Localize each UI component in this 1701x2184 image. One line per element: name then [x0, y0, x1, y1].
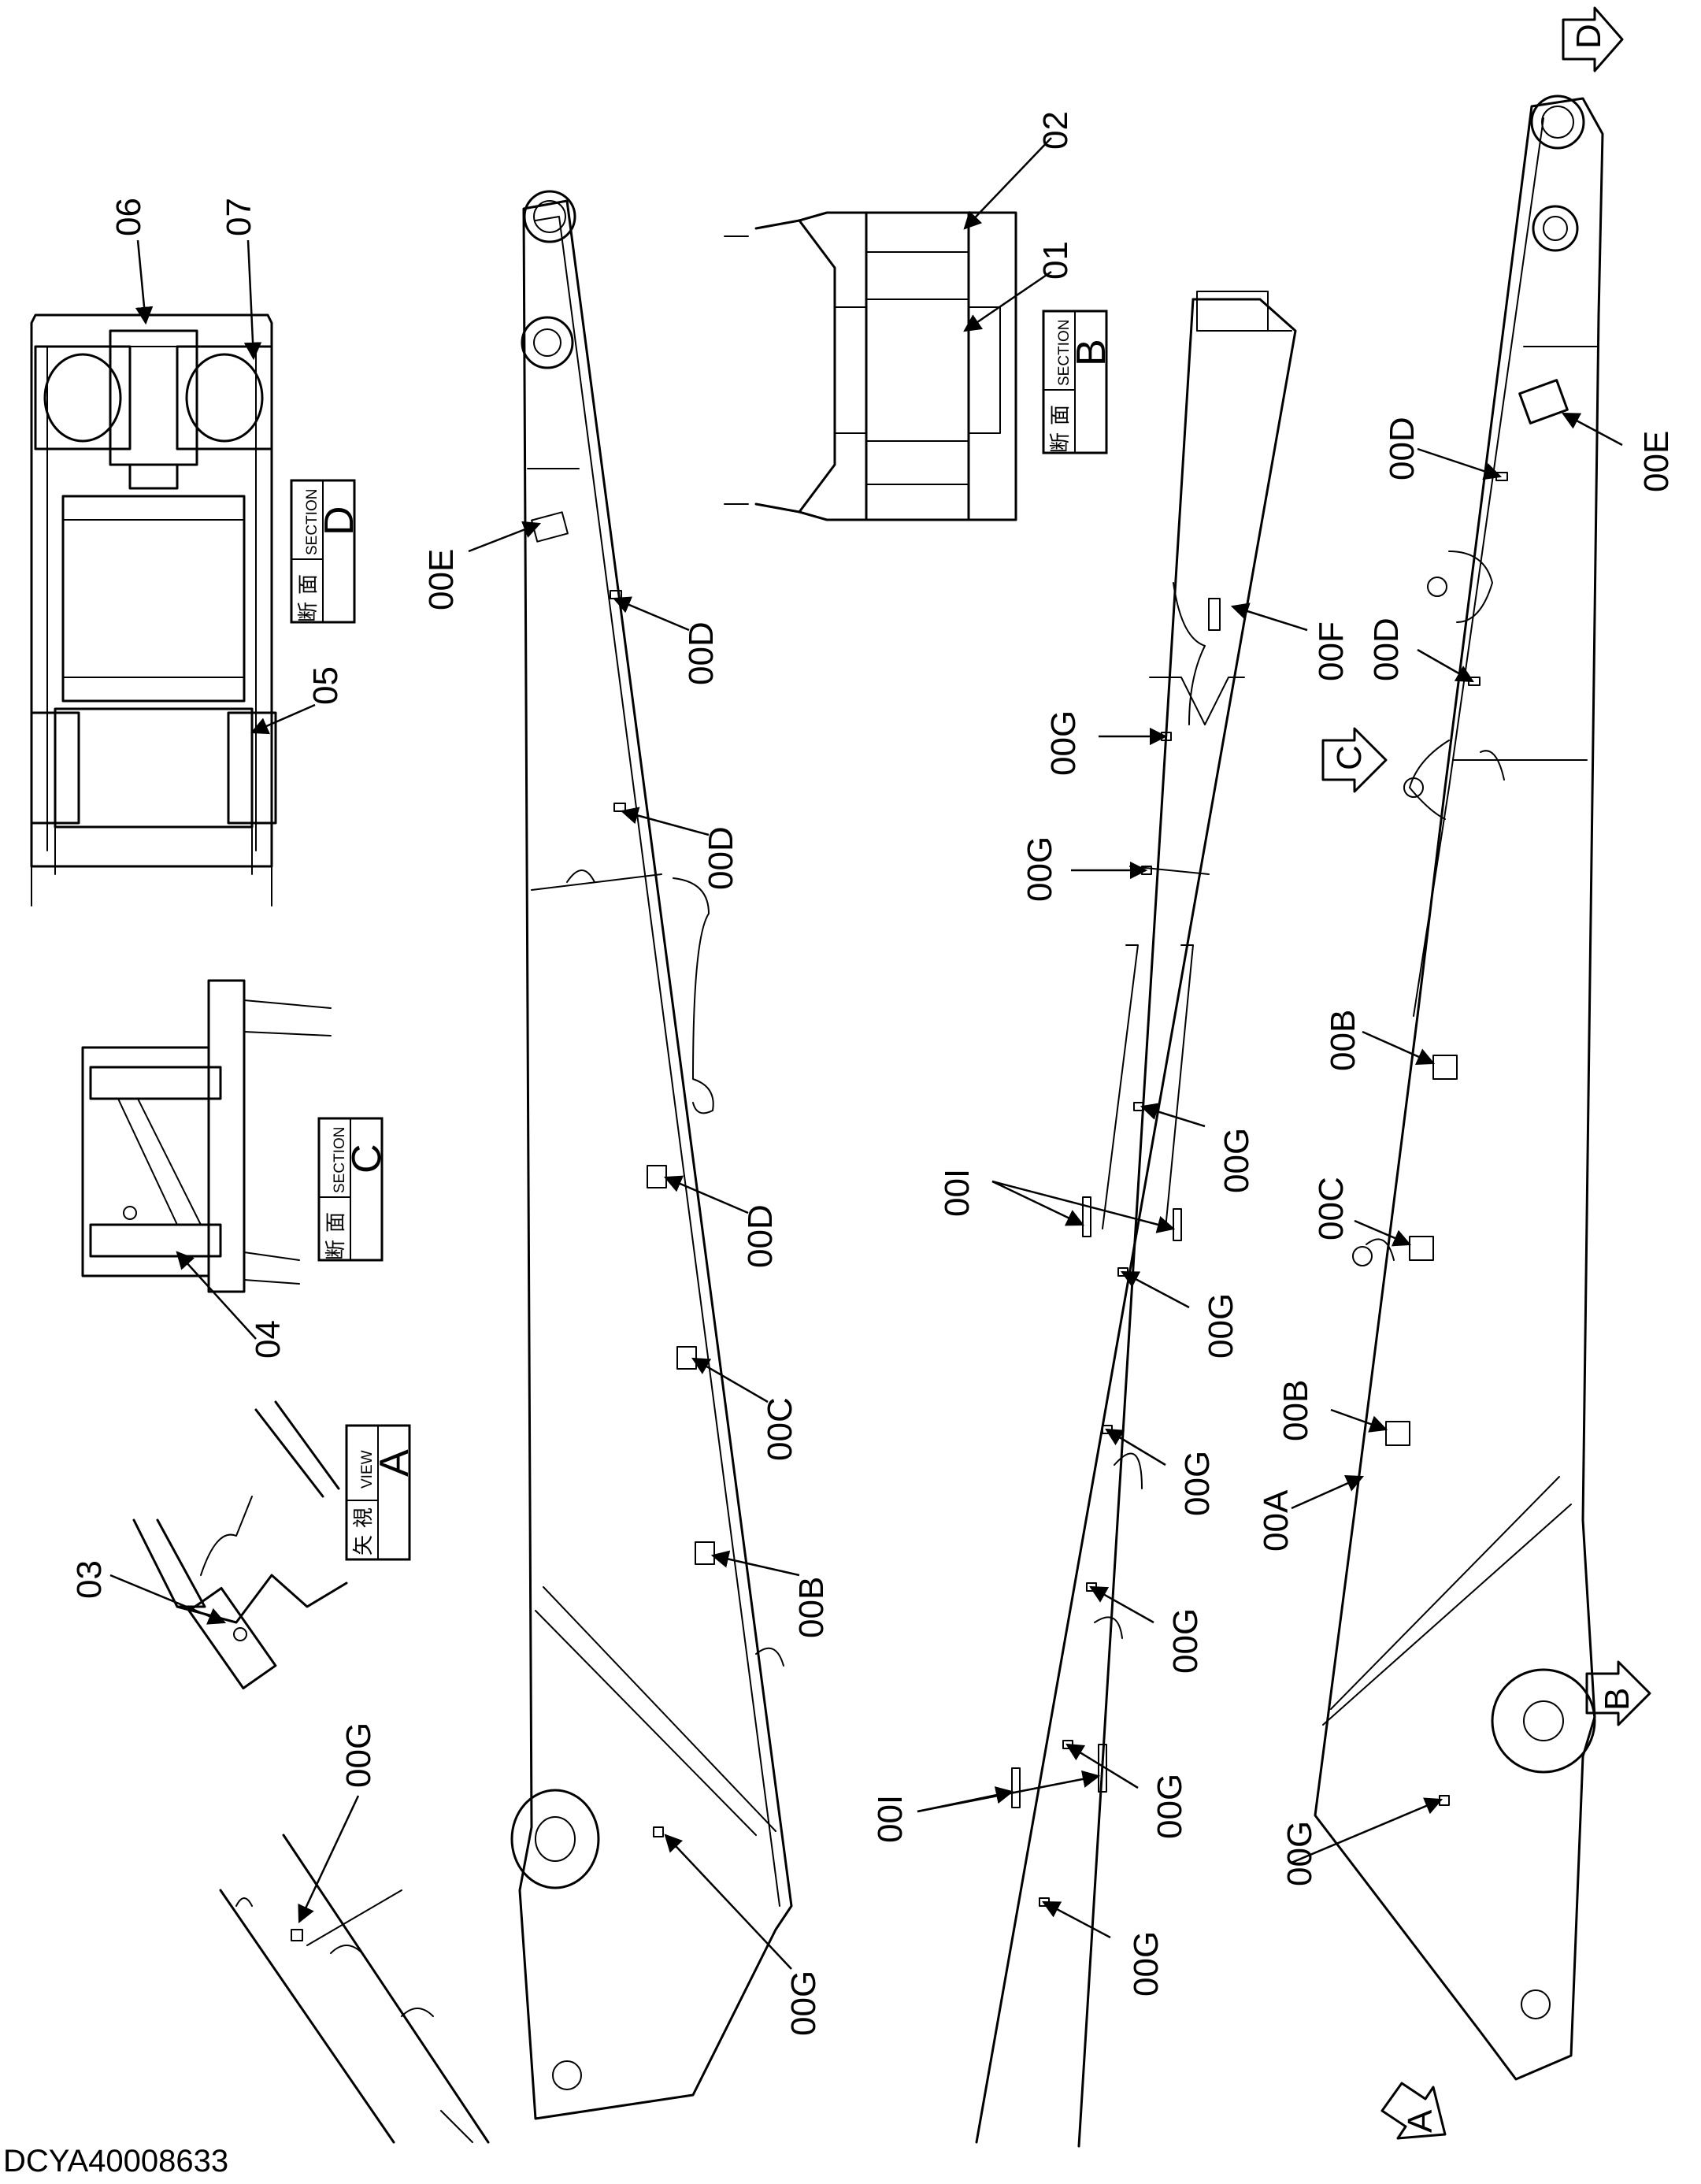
callout-00g-right: 00G: [1280, 1821, 1319, 1886]
callout-00g-mid-3: 00G: [1217, 1128, 1256, 1193]
middle-beam: [975, 291, 1297, 2148]
callout-00g-mid-8: 00G: [1127, 1931, 1166, 1997]
section-en: SECTION: [332, 1127, 348, 1193]
callout-00c-right: 00C: [1312, 1177, 1351, 1240]
section-c-label: 断 面 SECTION C: [317, 1117, 390, 1262]
callout-00c-left: 00C: [761, 1397, 799, 1461]
section-d-label: 断 面 SECTION D: [290, 479, 362, 624]
section-c-drawing: 04: [81, 979, 332, 1359]
callout-00g-mid-5: 00G: [1178, 1451, 1217, 1516]
callout-00d-right-1: 00D: [1383, 417, 1421, 480]
view-jp-2: 視: [351, 1507, 375, 1528]
callout-00b-right-2: 00B: [1277, 1380, 1315, 1441]
view-en: VIEW: [359, 1450, 376, 1489]
view-arrow-a-letter: A: [1401, 2109, 1440, 2133]
middle-beam-callouts: 00F 00G 00G 00G 00I 00G 00G 00G 00I 00G …: [871, 603, 1351, 1997]
callout-00g-mid-4: 00G: [1202, 1293, 1240, 1359]
section-d-drawing: 06 07 05: [30, 198, 345, 907]
view-jp-1: 矢: [351, 1535, 375, 1555]
section-b-label: 断 面 SECTION B: [1042, 310, 1114, 454]
view-letter-c: C: [344, 1144, 390, 1174]
callout-00i-upper: 00I: [938, 1169, 976, 1217]
callout-07: 07: [220, 198, 258, 236]
view-arrow-b-letter: B: [1598, 1688, 1636, 1711]
callout-03: 03: [70, 1560, 109, 1599]
callout-00d-left-3: 00D: [741, 1204, 780, 1268]
callout-00i-lower: 00I: [871, 1795, 910, 1843]
callout-00e-left: 00E: [422, 549, 461, 610]
view-arrow-d: D: [1562, 6, 1624, 72]
drawing-code: DCYA40008633: [3, 2144, 229, 2178]
view-arrow-c: C: [1321, 727, 1388, 793]
callout-00d-left-2: 00D: [702, 826, 740, 890]
section-jp-1: 断: [296, 602, 320, 622]
view-letter-b: B: [1069, 339, 1114, 366]
right-boom: [1314, 95, 1604, 2081]
callout-00a: 00A: [1257, 1489, 1295, 1552]
right-boom-callouts: 00E 00D 00D 00B 00C 00B 00A 00G: [1257, 412, 1676, 1886]
callout-06: 06: [109, 198, 148, 236]
section-en: SECTION: [1056, 320, 1073, 386]
callout-04: 04: [249, 1320, 287, 1359]
callout-00f: 00F: [1312, 621, 1351, 681]
callout-00g-left: 00G: [784, 1971, 823, 2036]
bottom-detail-drawing: 00G: [219, 1722, 490, 2144]
view-arrow-b: B: [1585, 1660, 1651, 1726]
section-en: SECTION: [304, 489, 321, 555]
view-arrow-d-letter: D: [1569, 24, 1608, 49]
callout-01: 01: [1036, 241, 1075, 280]
section-jp-2: 面: [296, 574, 320, 595]
callout-00g-mid-7: 00G: [1151, 1774, 1189, 1839]
section-jp-2: 面: [324, 1212, 347, 1233]
view-a-label: 矢 視 VIEW A: [345, 1424, 417, 1561]
section-jp-2: 面: [1048, 405, 1072, 425]
callout-00g-mid-2: 00G: [1021, 836, 1059, 902]
callout-00g-mid-1: 00G: [1044, 710, 1083, 776]
callout-05: 05: [306, 666, 345, 705]
section-jp-1: 断: [324, 1240, 347, 1260]
callout-00e-right: 00E: [1637, 431, 1676, 492]
callout-00g-bottomleft: 00G: [339, 1722, 378, 1788]
callout-00d-left-1: 00D: [682, 621, 721, 685]
view-arrow-a: A: [1380, 2082, 1447, 2140]
view-letter-a: A: [372, 1449, 417, 1477]
left-boom: [510, 190, 793, 2120]
left-boom-callouts: 00E 00D 00D 00D 00C 00B 00G: [422, 521, 831, 2036]
callout-00b-left: 00B: [792, 1577, 831, 1638]
callout-02: 02: [1036, 111, 1075, 150]
view-letter-d: D: [317, 506, 362, 536]
callout-00b-right-1: 00B: [1324, 1010, 1362, 1071]
view-a-drawing: 03: [70, 1400, 348, 1689]
section-jp-1: 断: [1048, 432, 1072, 453]
callout-00d-right-2: 00D: [1367, 617, 1406, 681]
view-arrow-c-letter: C: [1330, 745, 1369, 770]
section-b-drawing: 02 01: [724, 111, 1075, 521]
callout-00g-mid-6: 00G: [1166, 1608, 1205, 1674]
